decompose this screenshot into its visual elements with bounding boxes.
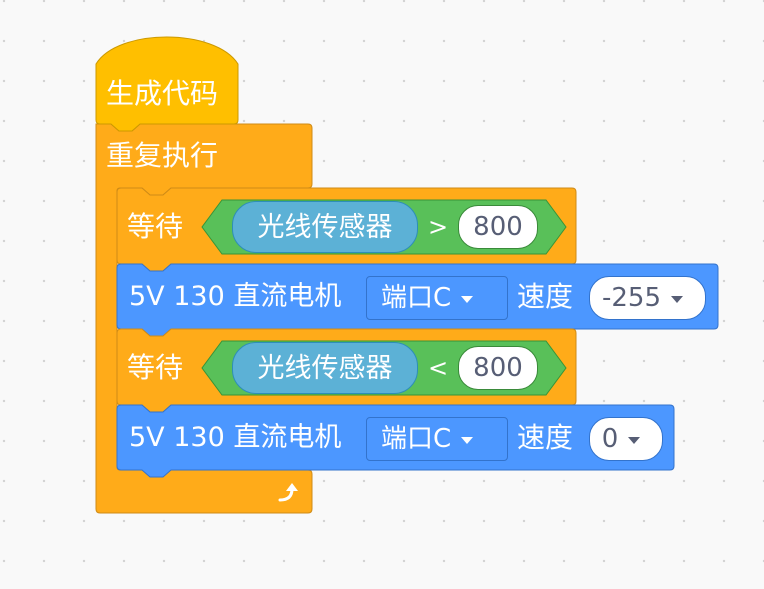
threshold-input-1[interactable]: 800 [458, 205, 538, 249]
operator-symbol-2: < [428, 354, 449, 382]
threshold-input-2[interactable]: 800 [458, 346, 538, 390]
port-value-1: 端口C [381, 283, 452, 313]
chevron-down-icon [461, 296, 474, 303]
sensor-label-2: 光线传感器 [257, 352, 393, 384]
chevron-down-icon [628, 437, 641, 444]
chevron-down-icon [461, 437, 474, 444]
light-sensor-reporter-1[interactable]: 光线传感器 [232, 201, 418, 253]
light-sensor-reporter-2[interactable]: 光线传感器 [232, 342, 418, 394]
loop-label: 重复执行 [106, 139, 219, 172]
when-generate-hat-block[interactable] [95, 36, 239, 132]
wait-label-1: 等待 [127, 210, 184, 243]
speed-value-1: -255 [601, 283, 661, 313]
motor-label-2: 5V 130 直流电机 [129, 422, 342, 453]
port-value-2: 端口C [381, 424, 452, 454]
sensor-label-1: 光线传感器 [257, 211, 393, 243]
threshold-value-2: 800 [473, 353, 523, 383]
hat-label: 生成代码 [106, 77, 219, 110]
wait-label-2: 等待 [127, 351, 184, 384]
operator-symbol-1: > [428, 213, 449, 241]
speed-label-2: 速度 [517, 421, 574, 454]
threshold-value-1: 800 [473, 212, 523, 242]
port-dropdown-1[interactable]: 端口C [366, 276, 508, 320]
speed-input-1[interactable]: -255 [589, 276, 706, 320]
loop-arrow-icon [278, 483, 298, 502]
chevron-down-icon [671, 296, 683, 303]
speed-label-1: 速度 [517, 280, 574, 313]
speed-input-2[interactable]: 0 [589, 417, 663, 461]
motor-label-1: 5V 130 直流电机 [129, 281, 342, 312]
port-dropdown-2[interactable]: 端口C [366, 417, 508, 461]
speed-value-2: 0 [601, 424, 619, 454]
